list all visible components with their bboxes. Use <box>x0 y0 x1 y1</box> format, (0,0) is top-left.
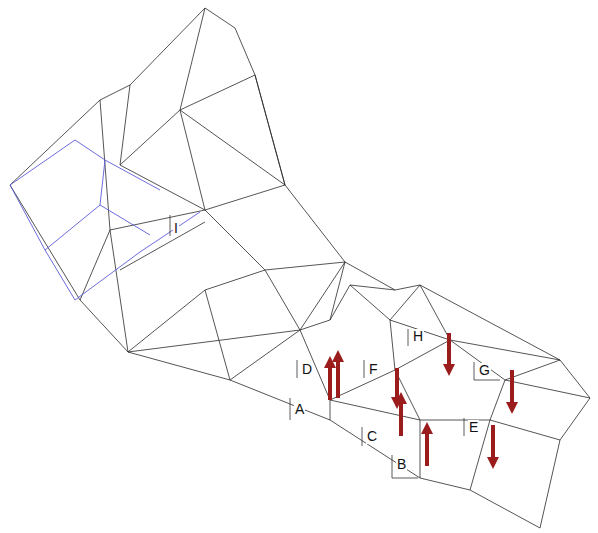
force-arrows <box>330 333 512 466</box>
mesh-lines <box>10 8 590 528</box>
part-label: C <box>366 429 378 444</box>
part-label: E <box>468 420 479 435</box>
label-leaders <box>170 215 500 478</box>
part-label: H <box>412 329 424 344</box>
part-label: D <box>301 362 313 377</box>
part-label: G <box>478 363 491 378</box>
blue-section-lines <box>10 140 200 300</box>
part-label: F <box>368 362 379 377</box>
part-label: B <box>396 457 407 472</box>
part-label: I <box>173 221 179 236</box>
part-label: A <box>294 402 305 417</box>
